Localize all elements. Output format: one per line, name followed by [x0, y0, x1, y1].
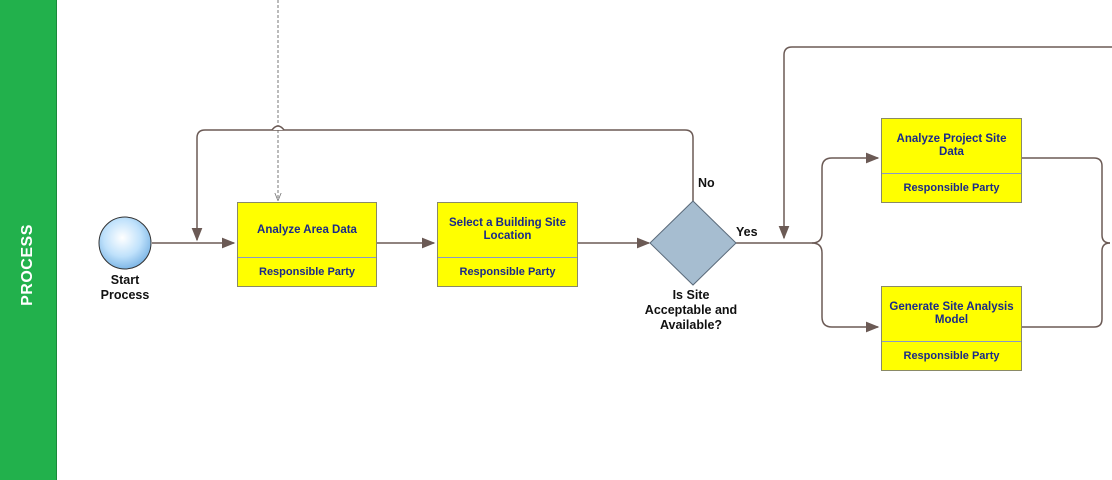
task-analyze-area-data[interactable]: Analyze Area Data Responsible Party — [237, 202, 377, 287]
task-responsible-party: Responsible Party — [903, 182, 1000, 194]
task-title: Generate Site Analysis Model — [882, 287, 1021, 342]
task-title: Select a Building Site Location — [438, 203, 577, 258]
yes-branch-label: Yes — [736, 225, 758, 239]
task-responsible-party: Responsible Party — [259, 266, 355, 278]
flow-no-loop-back — [191, 129, 694, 242]
fork-to-analyze-project — [811, 152, 880, 244]
gateway-question-label: Is Site Acceptable and Available? — [644, 288, 738, 332]
task-analyze-project-site-data[interactable]: Analyze Project Site Data Responsible Pa… — [881, 118, 1022, 203]
no-branch-label: No — [698, 176, 715, 190]
process-swimlane: PROCESS — [0, 0, 57, 480]
start-event-circle[interactable] — [98, 216, 152, 270]
task-responsible-party: Responsible Party — [459, 266, 556, 278]
line-crossing-jump — [271, 125, 285, 131]
join-from-generate-model — [1022, 242, 1111, 328]
join-from-analyze-project — [1022, 157, 1111, 244]
task-select-building-site-location[interactable]: Select a Building Site Location Responsi… — [437, 202, 578, 287]
task-responsible-party: Responsible Party — [903, 350, 1000, 362]
flow-top-loop — [778, 46, 1112, 240]
start-event-label: Start Process — [100, 273, 150, 302]
decision-gateway-diamond[interactable] — [649, 200, 737, 286]
fork-to-generate-model — [811, 242, 880, 333]
task-title: Analyze Area Data — [238, 203, 376, 258]
task-title: Analyze Project Site Data — [882, 119, 1021, 174]
task-generate-site-analysis-model[interactable]: Generate Site Analysis Model Responsible… — [881, 286, 1022, 371]
